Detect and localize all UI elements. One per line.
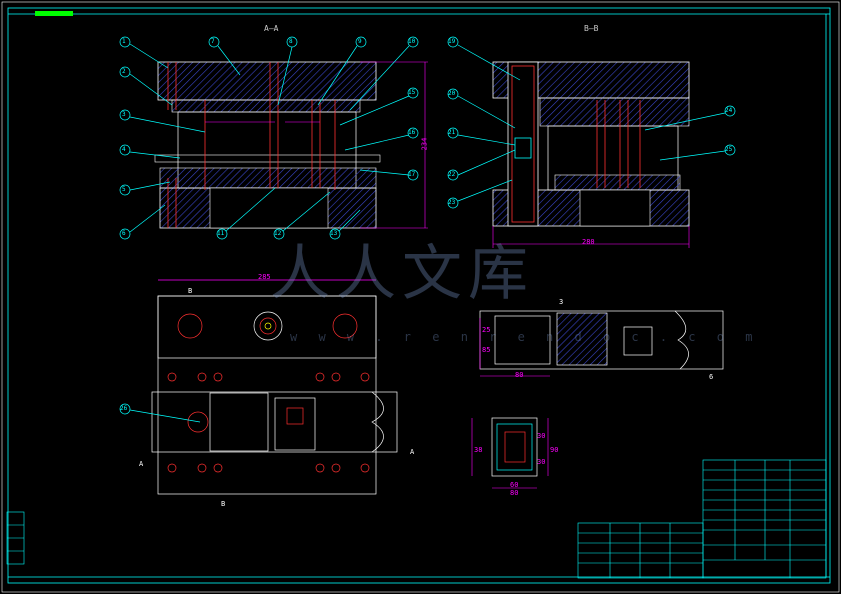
view-mark-3: 3 bbox=[559, 298, 564, 306]
dim-strip-width: 85 bbox=[482, 346, 491, 354]
watermark-text: 人人文库 bbox=[270, 239, 534, 309]
title-block bbox=[6, 459, 827, 579]
balloon-1: 1 bbox=[122, 38, 126, 45]
dim-part-width: 80 bbox=[510, 489, 519, 497]
dim-part-hole-2: 30 bbox=[537, 458, 546, 466]
balloon-12: 12 bbox=[274, 230, 282, 237]
view-mark-b-bottom: B bbox=[221, 500, 226, 508]
balloon-13: 13 bbox=[330, 230, 338, 237]
dim-plan-width: 285 bbox=[258, 273, 271, 281]
balloon-11: 11 bbox=[217, 230, 225, 237]
view-mark-a-right: A bbox=[410, 448, 415, 456]
balloon-4: 4 bbox=[122, 146, 126, 153]
balloon-20: 20 bbox=[448, 90, 456, 97]
watermark-url: w w w . r e n r e n d o c . c o m bbox=[290, 330, 760, 344]
balloon-6: 6 bbox=[122, 230, 126, 237]
dim-strip-edge: 25 bbox=[482, 326, 491, 334]
balloon-22: 22 bbox=[448, 171, 456, 178]
section-aa-label: A—A bbox=[264, 24, 279, 33]
balloon-10: 10 bbox=[408, 38, 416, 45]
balloon-24: 24 bbox=[725, 107, 733, 114]
balloon-16: 16 bbox=[408, 129, 416, 136]
balloon-2: 2 bbox=[122, 68, 126, 75]
balloon-9: 9 bbox=[358, 38, 362, 45]
balloon-15: 15 bbox=[408, 89, 416, 96]
balloon-17: 17 bbox=[408, 171, 416, 178]
dim-bb-width: 280 bbox=[582, 238, 595, 246]
balloon-26: 26 bbox=[120, 405, 128, 412]
dim-strip-pitch: 80 bbox=[515, 371, 524, 379]
section-bb-view bbox=[492, 61, 690, 248]
balloon-25: 25 bbox=[725, 146, 733, 153]
part-detail-view bbox=[471, 417, 549, 489]
balloon-5: 5 bbox=[122, 186, 126, 193]
part-balloons bbox=[119, 36, 736, 423]
dim-part-height: 90 bbox=[550, 446, 559, 454]
dim-part-inner: 60 bbox=[510, 481, 519, 489]
section-bb-label: B—B bbox=[584, 24, 599, 33]
view-mark-6: 6 bbox=[709, 373, 714, 381]
balloon-19: 19 bbox=[448, 38, 456, 45]
dim-height: 234 bbox=[420, 137, 429, 151]
view-mark-b: B bbox=[188, 287, 193, 295]
balloon-3: 3 bbox=[122, 111, 126, 118]
view-mark-a-left: A bbox=[139, 460, 144, 468]
plan-view bbox=[151, 279, 398, 495]
balloon-23: 23 bbox=[448, 199, 456, 206]
section-aa-view bbox=[154, 61, 428, 229]
balloon-21: 21 bbox=[448, 129, 456, 136]
dim-part-side: 38 bbox=[474, 446, 483, 454]
balloon-8: 8 bbox=[289, 38, 293, 45]
dim-part-hole-1: 30 bbox=[537, 432, 546, 440]
strip-layout bbox=[479, 310, 724, 377]
balloon-7: 7 bbox=[211, 38, 215, 45]
